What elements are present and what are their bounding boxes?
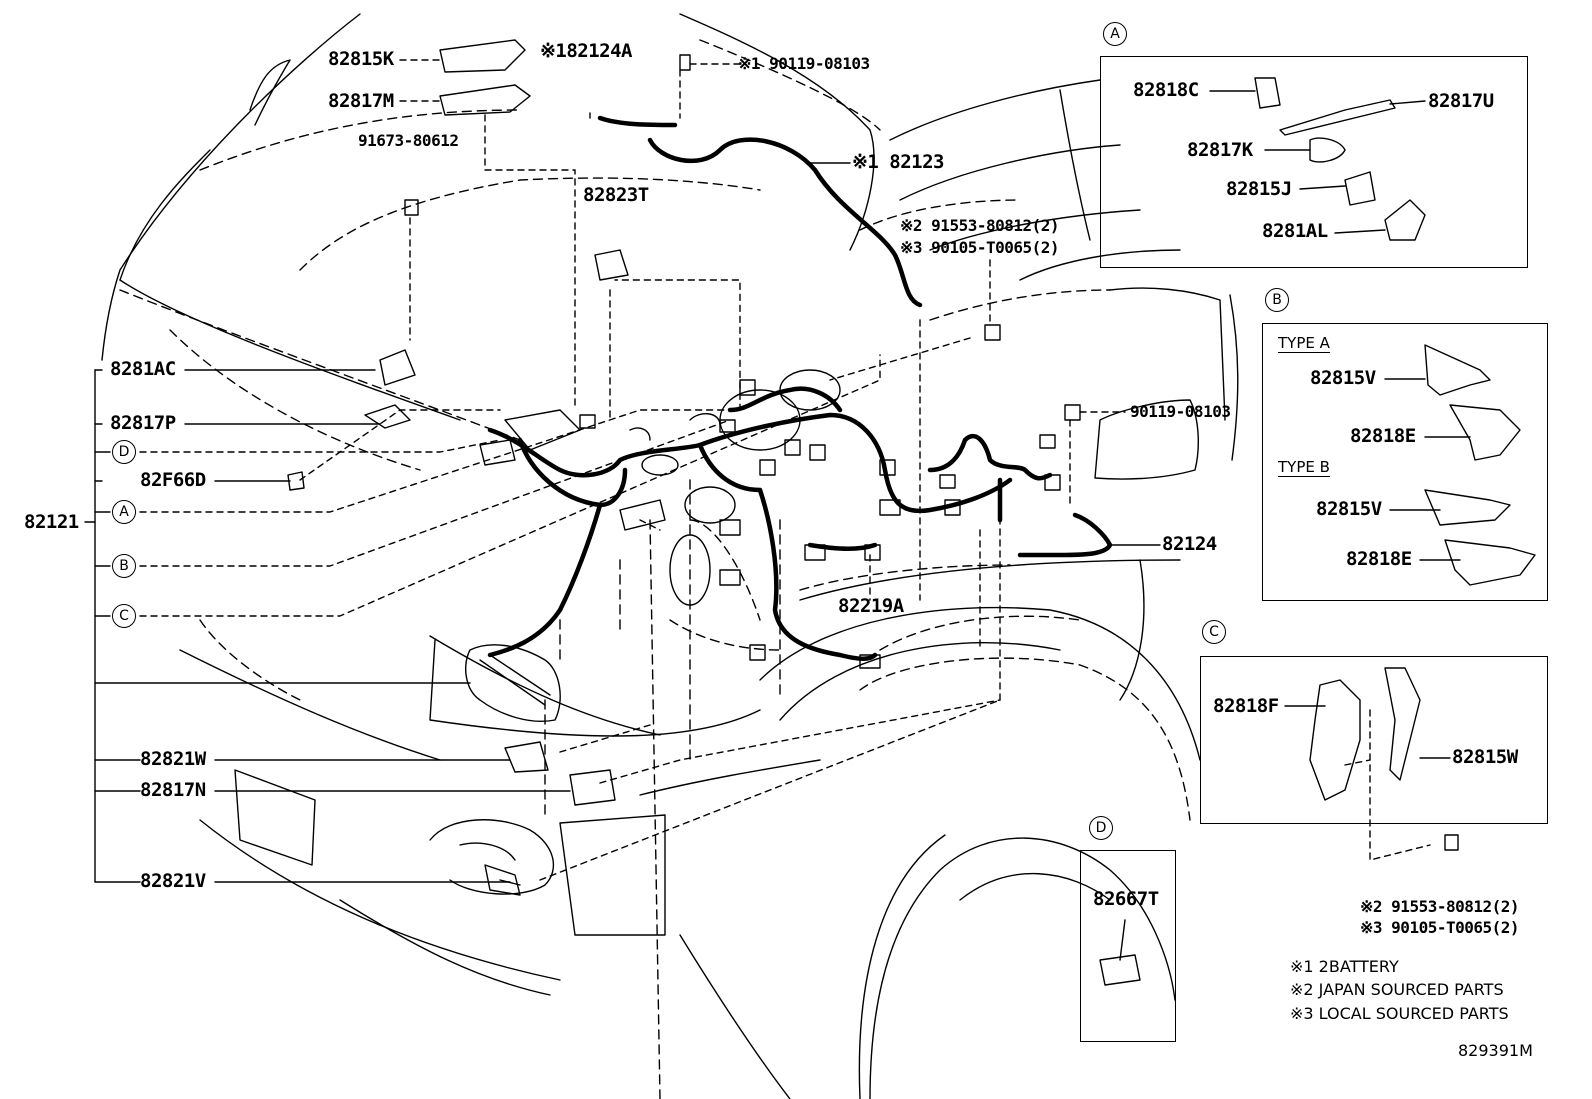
part-label-82219a: 82219A [838,595,904,617]
engine-components [479,369,1061,669]
part-label-82f66d: 82F66D [140,469,206,491]
part-label-82123: ※1 82123 [852,151,945,173]
callout-d-main: D [112,440,136,464]
part-label-82821w: 82821W [140,748,206,770]
part-label-82667t: 82667T [1093,888,1159,910]
callout-b-inset: B [1265,288,1289,312]
inset-box-d [1080,850,1176,1042]
part-label-91673-80612: 91673-80612 [358,131,459,150]
type-a-heading: TYPE A [1278,334,1330,353]
part-label-91553-80812-main: ※2 91553-80812(2) [900,216,1060,235]
figure-id: 829391M [1458,1041,1533,1060]
part-label-90105-t0065-inset: ※3 90105-T0065(2) [1360,918,1520,937]
part-label-90119-08103-right: 90119-08103 [1130,402,1231,421]
callout-a-inset: A [1103,22,1127,46]
part-label-82823t: 82823T [583,184,649,206]
part-label-82815v-type-b: 82815V [1316,498,1382,520]
part-label-8281al: 8281AL [1262,220,1328,242]
part-label-82124a: ※182124A [540,40,633,62]
callout-b-main: B [112,554,136,578]
part-label-82817u: 82817U [1428,90,1494,112]
note-japan-sourced: ※2 JAPAN SOURCED PARTS [1290,980,1504,999]
inset-box-a [1100,56,1528,268]
callout-c-main: C [112,604,136,628]
inset-box-c [1200,656,1548,824]
part-label-91553-80812-inset: ※2 91553-80812(2) [1360,897,1520,916]
hidden-lines [119,39,1191,1099]
part-label-82124: 82124 [1162,533,1217,555]
part-label-90119-08103-top: ※1 90119-08103 [738,54,870,73]
part-label-82818c: 82818C [1133,79,1199,101]
part-label-82818e-type-b: 82818E [1346,548,1412,570]
part-label-82817p: 82817P [110,412,176,434]
part-label-82818f: 82818F [1213,695,1279,717]
part-label-82815w: 82815W [1452,746,1518,768]
headlamp-group [464,644,616,896]
part-label-82818e-type-a: 82818E [1350,425,1416,447]
wire-harness [487,115,1113,661]
part-label-82815j: 82815J [1226,178,1292,200]
top-parts [287,39,1081,491]
inset-A-parts [1254,77,1426,241]
callout-a-main: A [112,500,136,524]
part-label-82815v-type-a: 82815V [1310,367,1376,389]
part-label-82817k: 82817K [1187,139,1253,161]
callout-d-inset: D [1089,816,1113,840]
part-label-82817n: 82817N [140,779,206,801]
leader-lines [139,59,1431,881]
part-label-82121: 82121 [24,511,79,533]
inset-D-parts [1099,954,1141,986]
part-label-82821v: 82821V [140,870,206,892]
part-label-90105-t0065-main: ※3 90105-T0065(2) [900,238,1060,257]
inset-box-b [1262,323,1548,601]
note-local-sourced: ※3 LOCAL SOURCED PARTS [1290,1004,1509,1023]
type-b-heading: TYPE B [1278,458,1330,477]
solid-leaders [84,90,1471,961]
part-label-82817m: 82817M [328,90,394,112]
callout-c-inset: C [1202,620,1226,644]
inset-B-parts [1424,344,1536,586]
part-label-82815k: 82815K [328,48,394,70]
part-label-8281ac: 8281AC [110,358,176,380]
note-battery: ※1 2BATTERY [1290,957,1399,976]
inset-C-parts [1309,667,1459,851]
